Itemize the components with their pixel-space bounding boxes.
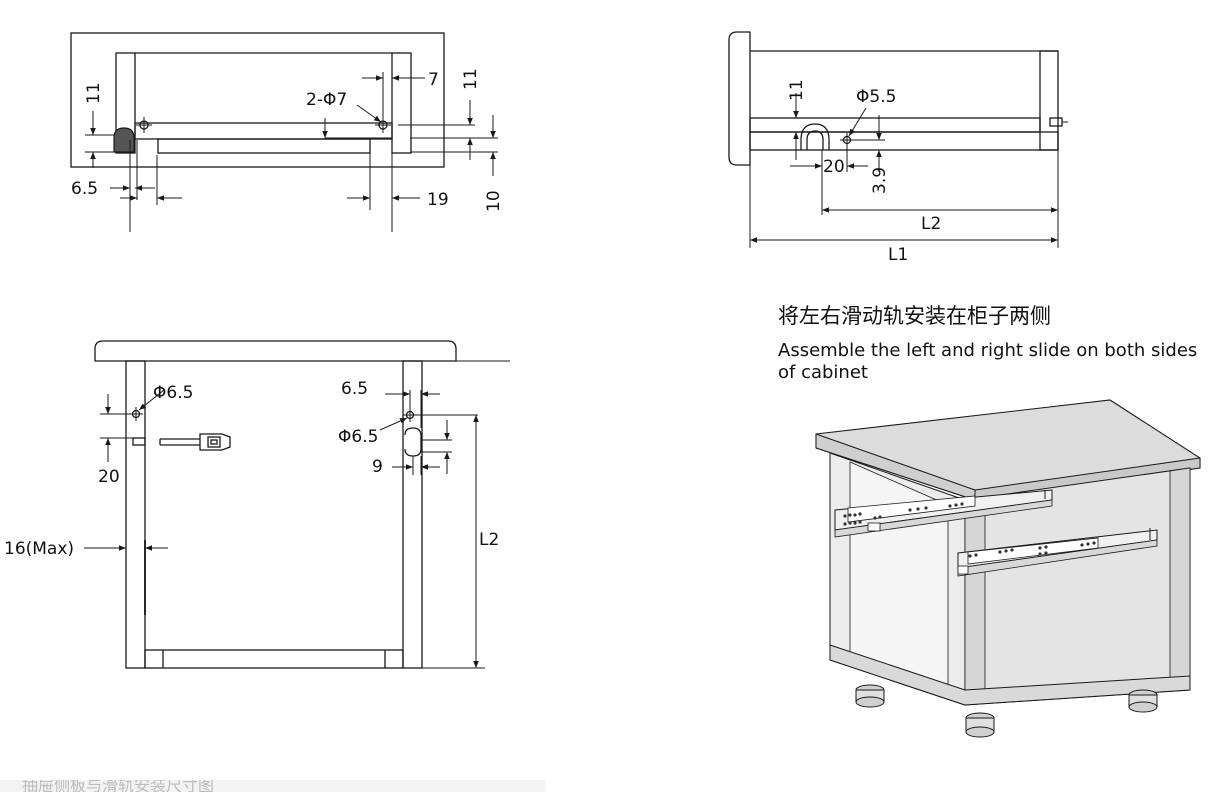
drawer-bottom [134, 122, 393, 140]
drawer-back [1039, 50, 1059, 151]
hole-right-cabinet [403, 408, 417, 422]
cabinet-right-panel [402, 360, 423, 669]
dim-16-max: 16(Max) [4, 539, 74, 559]
cabinet-front-view: Φ6.5 20 16(Max) 6.5 Φ6.5 9 L2 [4, 340, 510, 669]
dim-phi6-5-left: Φ6.5 [153, 383, 193, 403]
rear-hook [1049, 117, 1063, 127]
slide-end-left [132, 437, 146, 446]
drawer-outline [70, 32, 445, 168]
locking-notch [800, 123, 830, 150]
slide-rail-top [749, 117, 1041, 133]
isometric-cabinet [815, 399, 1201, 738]
dim-11: 11 [787, 79, 807, 101]
caption-english: Assemble the left and right slide on bot… [778, 340, 1198, 383]
hole-left-cabinet [129, 407, 143, 421]
drawer-front [728, 31, 751, 166]
dim-phi5-5: Φ5.5 [856, 87, 896, 107]
drawer-right-side [391, 52, 412, 154]
caption-chinese: 将左右滑动轨安装在柜子两侧 [778, 304, 1051, 328]
footer-caption: 抽屉侧板与滑轨安装尺寸图 [0, 780, 545, 792]
dim-L2: L2 [921, 214, 941, 234]
drawer-bottom-lower [157, 138, 371, 154]
iso-cabinet-feet [855, 684, 1158, 738]
dim-L2-cabinet: L2 [479, 530, 499, 550]
cabinet-left-panel [125, 360, 146, 669]
dim-6-5-cabinet: 6.5 [341, 379, 368, 399]
hole-phi5-5 [840, 133, 854, 147]
dim-10: 10 [484, 190, 504, 212]
dim-11-right: 11 [461, 68, 481, 90]
dim-20-cabinet: 20 [98, 467, 120, 487]
drawer-section-view: 11 2-Φ7 7 11 6.5 19 10 [70, 32, 504, 232]
dim-L1: L1 [888, 245, 908, 265]
dim-3-9: 3.9 [870, 167, 890, 194]
dim-6-5: 6.5 [71, 179, 98, 199]
hole-right [375, 117, 391, 133]
slide-rail-front [132, 433, 231, 451]
dim-20: 20 [823, 157, 845, 177]
dim-19: 19 [427, 190, 449, 210]
slide-profile-right [404, 427, 422, 457]
slide-profile [113, 127, 135, 153]
dim-7: 7 [428, 70, 439, 90]
cabinet-top [94, 340, 457, 362]
slide-side-view: 11 Φ5.5 20 3.9 L2 L1 [728, 31, 1068, 265]
drawer-left-side [115, 52, 136, 154]
dim-2-phi7: 2-Φ7 [306, 90, 347, 110]
hole-left [136, 117, 152, 133]
dim-phi6-5-right: Φ6.5 [338, 427, 378, 447]
dim-9: 9 [372, 457, 383, 477]
cabinet-bottom [144, 649, 404, 669]
iso-cabinet-bottom [829, 644, 1191, 706]
dim-11-left: 11 [84, 82, 104, 104]
slide-rail-bottom [749, 131, 1059, 151]
iso-slide-right [957, 528, 1158, 577]
iso-slide-left [834, 489, 1053, 538]
